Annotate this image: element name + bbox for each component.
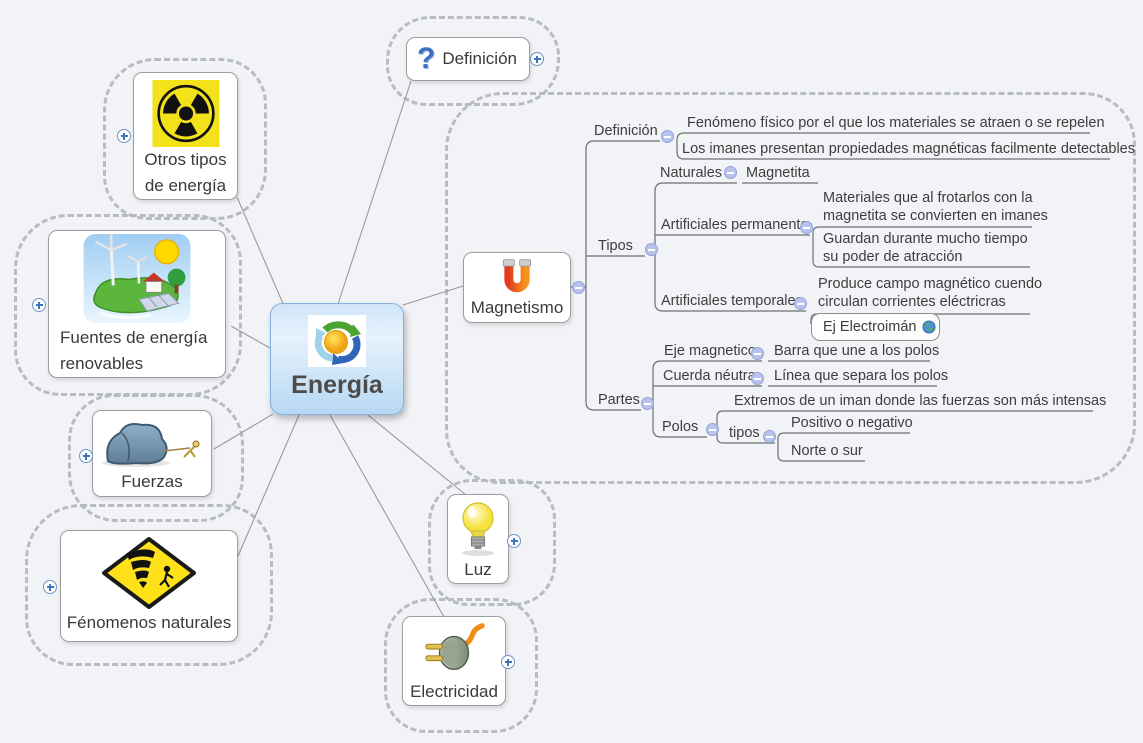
- topic-label-line2: de energía: [144, 176, 227, 195]
- tree-node-naturales[interactable]: Naturales: [660, 165, 723, 181]
- tree-node-eje-item[interactable]: Barra que une a los polos: [774, 343, 940, 359]
- horseshoe-magnet-icon: [502, 259, 532, 293]
- expand-toggle-fuentes[interactable]: [32, 298, 46, 312]
- branch-lines: [213, 80, 467, 618]
- expand-toggle-definicion[interactable]: [530, 52, 544, 66]
- collapse-toggle-magnetismo[interactable]: [572, 281, 585, 294]
- energy-recycle-logo-icon: [308, 315, 366, 367]
- expand-toggle-fenomenos[interactable]: [43, 580, 57, 594]
- renewable-landscape-icon: [83, 234, 191, 324]
- topic-label-line1: Otros tipos: [144, 150, 227, 169]
- tree-node-definicion[interactable]: Definición: [594, 123, 658, 139]
- collapse-toggle-definicion-branch[interactable]: [661, 130, 674, 143]
- branch-line-fenomenos: [237, 414, 300, 557]
- tree-node-ej-electroiman[interactable]: Ej Electroimán: [811, 313, 940, 341]
- cloud-magnetismo: [445, 92, 1136, 484]
- branch-line-electricidad: [329, 414, 445, 618]
- collapse-toggle-partes[interactable]: [641, 397, 654, 410]
- tree-node-eje-magnetico[interactable]: Eje magnetico: [664, 343, 756, 359]
- ej-electroiman-label: Ej Electroimán: [823, 319, 917, 335]
- tree-node-artificiales-temporales[interactable]: Artificiales temporales: [661, 293, 803, 309]
- topic-label: Electricidad: [410, 682, 498, 701]
- expand-toggle-otros-tipos[interactable]: [117, 129, 131, 143]
- tree-line: [654, 182, 806, 312]
- tree-node-norte-sur[interactable]: Norte o sur: [791, 443, 863, 459]
- branch-line-luz: [367, 414, 467, 496]
- topic-label: Luz: [464, 560, 492, 579]
- tree-node-magnetita[interactable]: Magnetita: [746, 165, 810, 181]
- topic-label-line2: renovables: [60, 354, 144, 373]
- tree-line: [676, 132, 1110, 160]
- tree-line: [652, 360, 762, 438]
- tree-node-polos[interactable]: Polos: [662, 419, 699, 435]
- topic-node-otros-tipos[interactable]: Otros tipos de energía: [133, 72, 238, 200]
- tree-node-definicion-item2[interactable]: Los imanes presentan propiedades magnéti…: [682, 141, 1135, 157]
- power-plug-icon: [425, 623, 485, 671]
- branch-line-fuentes: [230, 325, 271, 349]
- light-bulb-icon: [462, 502, 494, 556]
- topic-label: Fénomenos naturales: [66, 613, 232, 632]
- topic-node-fuentes[interactable]: Fuentes de energía renovables: [48, 230, 226, 378]
- topic-node-fuerzas[interactable]: Fuerzas: [92, 410, 212, 497]
- collapse-toggle-cuerda[interactable]: [751, 372, 764, 385]
- tree-node-artperm-item1-line1[interactable]: Materiales que al frotarlos con la: [823, 190, 1033, 206]
- branch-line-otros: [236, 196, 285, 307]
- globe-icon: [922, 320, 936, 334]
- tree-node-cuerda-item[interactable]: Línea que separa los polos: [774, 368, 949, 384]
- topic-node-luz[interactable]: Luz: [447, 494, 509, 584]
- tree-line: [585, 140, 660, 411]
- tree-node-definicion-item1[interactable]: Fenómeno físico por el que los materiale…: [687, 115, 1105, 131]
- expand-toggle-luz[interactable]: [507, 534, 521, 548]
- tree-node-polos-tipos[interactable]: tipos: [729, 425, 760, 441]
- topic-node-magnetismo[interactable]: Magnetismo: [463, 252, 571, 323]
- expand-toggle-fuerzas[interactable]: [79, 449, 93, 463]
- topic-label: Fuerzas: [121, 472, 183, 491]
- branch-line-magnetismo: [402, 285, 464, 306]
- radiation-sign-icon: [152, 80, 219, 147]
- collapse-toggle-artificiales-permanente[interactable]: [800, 221, 813, 234]
- topic-node-fenomenos[interactable]: Fénomenos naturales: [60, 530, 238, 642]
- tree-node-arttemp-item1-line1[interactable]: Produce campo magnético cuendo: [818, 276, 1043, 292]
- topic-label: Definición: [442, 49, 517, 68]
- collapse-toggle-polos-tipos[interactable]: [763, 430, 776, 443]
- collapse-toggle-artificiales-temporales[interactable]: [794, 297, 807, 310]
- branch-line-fuerzas: [213, 413, 274, 450]
- root-label: Energía: [291, 371, 383, 399]
- collapse-toggle-tipos[interactable]: [645, 243, 658, 256]
- cloud-fenomenos: [25, 504, 273, 666]
- rock-pull-icon: [102, 423, 200, 467]
- collapse-toggle-eje[interactable]: [751, 347, 764, 360]
- tree-node-positivo-negativo[interactable]: Positivo o negativo: [791, 415, 913, 431]
- tree-node-polos-item[interactable]: Extremos de un iman donde las fuerzas so…: [734, 393, 1107, 409]
- cloud-otros-tipos: [103, 58, 267, 220]
- tree-node-artperm-item1-line2[interactable]: magnetita se convierten en imanes: [823, 208, 1048, 224]
- tree-line: [812, 226, 1032, 268]
- question-mark-icon: ?: [417, 42, 436, 75]
- tornado-warning-sign-icon: [102, 537, 196, 609]
- tree-node-tipos[interactable]: Tipos: [598, 238, 633, 254]
- collapse-toggle-naturales[interactable]: [724, 166, 737, 179]
- tree-node-partes[interactable]: Partes: [598, 392, 640, 408]
- topic-label-line1: Fuentes de energía: [60, 328, 208, 347]
- tree-node-artperm-item2-line1[interactable]: Guardan durante mucho tiempo: [823, 231, 1028, 247]
- cloud-electricidad: [384, 598, 538, 733]
- tree-node-arttemp-item1-line2[interactable]: circulan corrientes eléctricras: [818, 294, 1006, 310]
- expand-toggle-electricidad[interactable]: [501, 655, 515, 669]
- tree-node-artificiales-permanente[interactable]: Artificiales permanente: [661, 217, 809, 233]
- topic-label: Magnetismo: [470, 298, 564, 317]
- collapse-toggle-polos[interactable]: [706, 423, 719, 436]
- tree-line: [777, 432, 910, 462]
- topic-node-definicion[interactable]: ? Definición: [406, 37, 530, 81]
- tree-node-artperm-item2-line2[interactable]: su poder de atracción: [823, 249, 963, 265]
- root-node-energia[interactable]: Energía: [270, 303, 404, 415]
- topic-node-electricidad[interactable]: Electricidad: [402, 616, 506, 706]
- branch-line-definicion: [337, 80, 412, 305]
- tree-node-cuerda-neutra[interactable]: Cuerda néutra: [663, 368, 756, 384]
- cloud-fuerzas: [68, 394, 244, 522]
